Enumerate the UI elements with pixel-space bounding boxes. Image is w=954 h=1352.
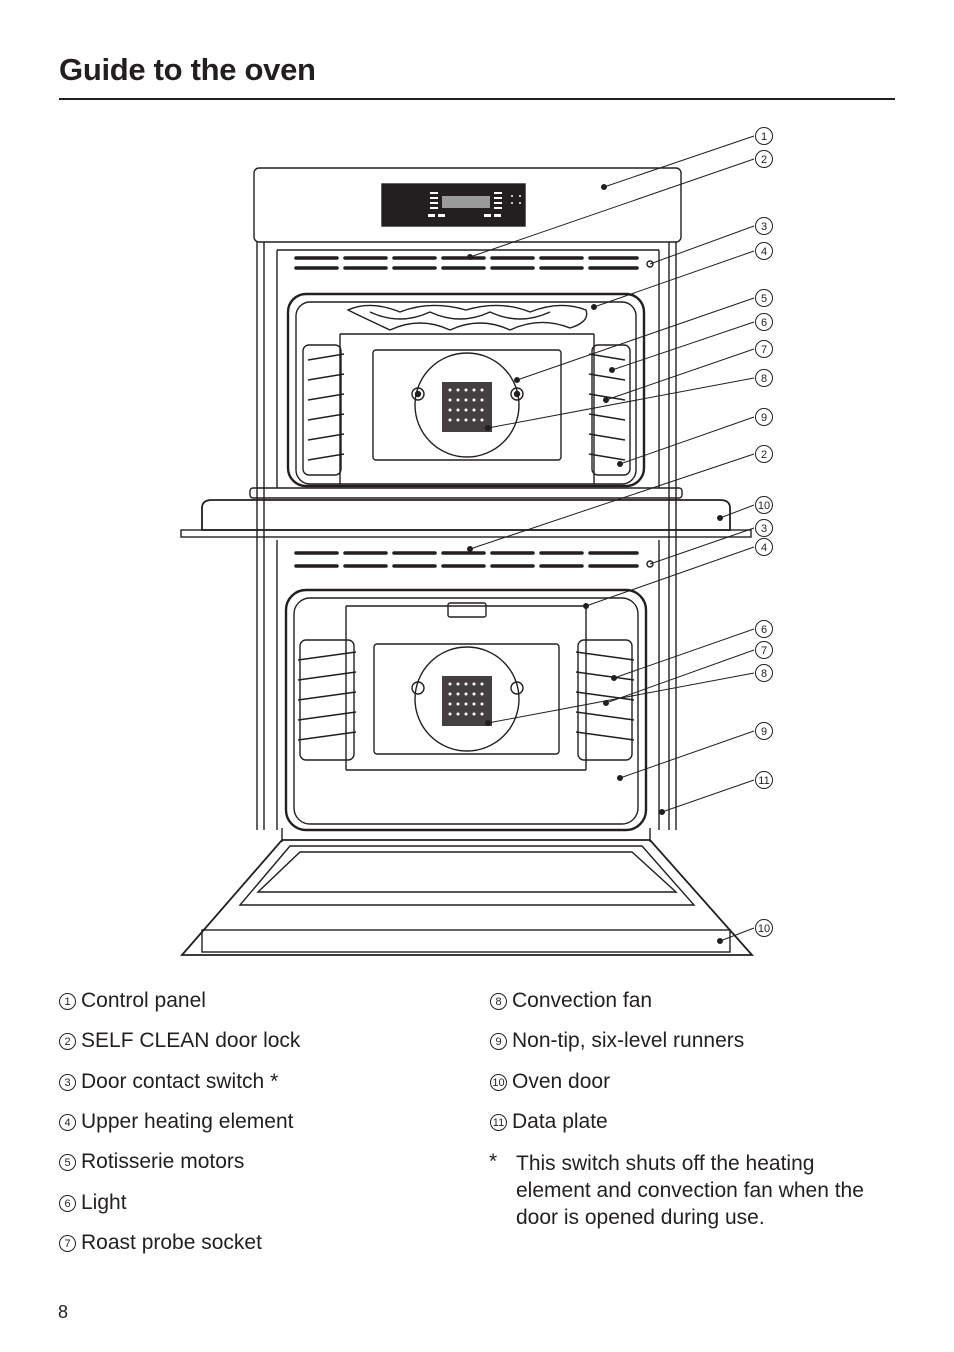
callout-9: 9 xyxy=(761,412,767,424)
legend-label: Oven door xyxy=(512,1070,611,1093)
legend-number: 1 xyxy=(59,993,76,1010)
legend-item-10: 10 Oven door xyxy=(490,1070,610,1094)
page-number: 8 xyxy=(58,1302,69,1322)
callout-9b: 9 xyxy=(761,726,767,738)
callout-4: 4 xyxy=(761,246,767,258)
callout-7b: 7 xyxy=(761,645,767,657)
callout-5: 5 xyxy=(761,293,767,305)
legend-number: 11 xyxy=(490,1114,507,1131)
callout-3b: 3 xyxy=(761,523,767,535)
control-panel-housing xyxy=(253,167,682,243)
callout-8: 8 xyxy=(761,373,767,385)
legend-number: 6 xyxy=(59,1195,76,1212)
legend-label: Rotisserie motors xyxy=(81,1150,245,1173)
callout-1: 1 xyxy=(761,131,767,143)
legend-label: Non-tip, six-level runners xyxy=(512,1029,745,1052)
legend-number: 5 xyxy=(59,1154,76,1171)
callout-2b: 2 xyxy=(761,449,767,461)
legend-item-1: 1 Control panel xyxy=(59,989,206,1013)
legend-item-5: 5 Rotisserie motors xyxy=(59,1150,244,1174)
footnote-marker: * xyxy=(489,1150,498,1173)
callout-8b: 8 xyxy=(761,668,767,680)
callout-10: 10 xyxy=(758,500,770,512)
legend-label: SELF CLEAN door lock xyxy=(81,1029,301,1052)
legend-number: 8 xyxy=(490,993,507,1010)
page-title: Guide to the oven xyxy=(59,52,316,87)
callout-3: 3 xyxy=(761,221,767,233)
legend-item-11: 11 Data plate xyxy=(490,1110,608,1134)
title-rule xyxy=(59,98,895,100)
callout-7: 7 xyxy=(761,344,767,356)
legend-number: 2 xyxy=(59,1033,76,1050)
legend-number: 3 xyxy=(59,1074,76,1091)
legend-number: 9 xyxy=(490,1033,507,1050)
footnote-text: This switch shuts off the heating elemen… xyxy=(516,1152,864,1229)
callout-6: 6 xyxy=(761,317,767,329)
legend-number: 7 xyxy=(59,1235,76,1252)
legend-label: Data plate xyxy=(512,1110,608,1133)
legend-label: Door contact switch * xyxy=(81,1070,279,1093)
legend-label: Control panel xyxy=(81,989,206,1012)
callout-2: 2 xyxy=(761,154,767,166)
legend-label: Convection fan xyxy=(512,989,653,1012)
legend-item-8: 8 Convection fan xyxy=(490,989,652,1013)
legend-label: Light xyxy=(81,1191,127,1214)
legend-number: 10 xyxy=(490,1074,507,1091)
legend-item-6: 6 Light xyxy=(59,1191,127,1215)
legend-item-4: 4 Upper heating element xyxy=(59,1110,293,1134)
legend-item-2: 2 SELF CLEAN door lock xyxy=(59,1029,300,1053)
callout-4b: 4 xyxy=(761,542,767,554)
legend-label: Roast probe socket xyxy=(81,1231,262,1254)
legend-item-3: 3 Door contact switch * xyxy=(59,1070,278,1094)
legend-item-9: 9 Non-tip, six-level runners xyxy=(490,1029,744,1053)
callout-6b: 6 xyxy=(761,624,767,636)
callout-11: 11 xyxy=(758,775,769,787)
legend-number: 4 xyxy=(59,1114,76,1131)
legend-item-7: 7 Roast probe socket xyxy=(59,1231,262,1255)
callout-10b: 10 xyxy=(758,923,770,935)
legend-label: Upper heating element xyxy=(81,1110,294,1133)
